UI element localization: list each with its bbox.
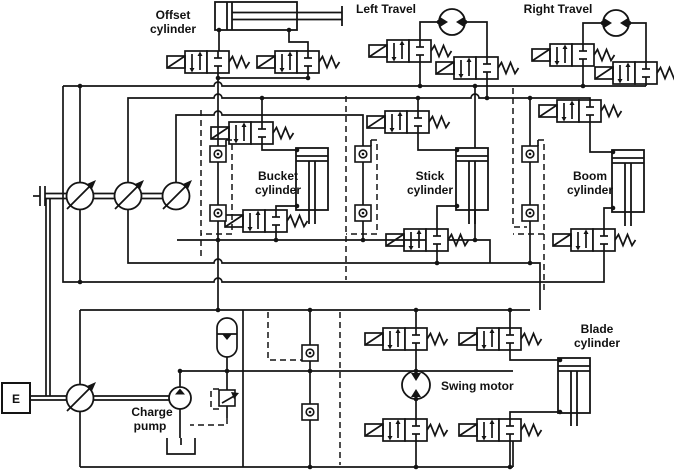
bucket-cylinder <box>295 147 329 224</box>
left-travel-valve-b <box>435 56 520 80</box>
left-travel-motor <box>438 8 466 36</box>
swing-motor-label: Swing motor <box>441 379 514 393</box>
blade-cylinder-label2: cylinder <box>574 336 620 350</box>
blade-cylinder-label: Blade <box>581 322 614 336</box>
right-travel-motor <box>602 9 630 37</box>
swing-valve-b <box>364 418 449 442</box>
blade-valve-a <box>458 327 543 351</box>
accumulator <box>216 317 238 358</box>
boom-cylinder <box>611 149 645 226</box>
bucket-cylinder-label: Bucket <box>258 169 298 183</box>
blade-cylinder <box>557 357 591 426</box>
charge-pump-label2: pump <box>134 419 167 433</box>
bucket-cylinder-label2: cylinder <box>255 183 301 197</box>
offset-cylinder-label: Offset <box>156 8 191 22</box>
swing-valve-a <box>364 327 449 351</box>
swing-motor <box>401 370 431 400</box>
offset-valve-b <box>256 50 341 74</box>
junction-dots <box>77 19 632 470</box>
bottom-variable-pump <box>65 381 97 413</box>
drive-shaft <box>30 186 176 401</box>
bucket-valve-a <box>210 121 295 145</box>
bucket-valve-b <box>224 209 309 233</box>
engine-label: E <box>12 392 20 406</box>
stick-cylinder-label: Stick <box>416 169 445 183</box>
left-travel-label: Left Travel <box>356 2 416 16</box>
stick-cylinder-label2: cylinder <box>407 183 453 197</box>
right-travel-label: Right Travel <box>524 2 593 16</box>
main-pump-3 <box>161 179 193 211</box>
boom-cylinder-label2: cylinder <box>567 183 613 197</box>
stick-valve-a <box>366 110 451 134</box>
main-pump-1 <box>65 179 97 211</box>
offset-cylinder-label2: cylinder <box>150 22 196 36</box>
engine-box: E <box>1 382 31 414</box>
relief-valve <box>218 389 239 407</box>
circuit-lines <box>62 21 647 468</box>
main-pump-2 <box>113 179 145 211</box>
left-travel-valve-a <box>368 39 453 63</box>
right-travel-valve-a <box>531 43 616 67</box>
boom-valve-b <box>552 228 637 252</box>
stick-cylinder <box>455 147 489 224</box>
boom-valve-a <box>538 99 623 123</box>
blade-valve-b <box>458 418 543 442</box>
right-travel-valve-b <box>594 61 674 85</box>
labels: Offset cylinder Left Travel Right Travel… <box>131 2 620 433</box>
offset-valve-a <box>166 50 251 74</box>
boom-cylinder-label: Boom <box>573 169 607 183</box>
charge-pump-label: Charge <box>131 405 173 419</box>
offset-cylinder <box>214 1 343 31</box>
